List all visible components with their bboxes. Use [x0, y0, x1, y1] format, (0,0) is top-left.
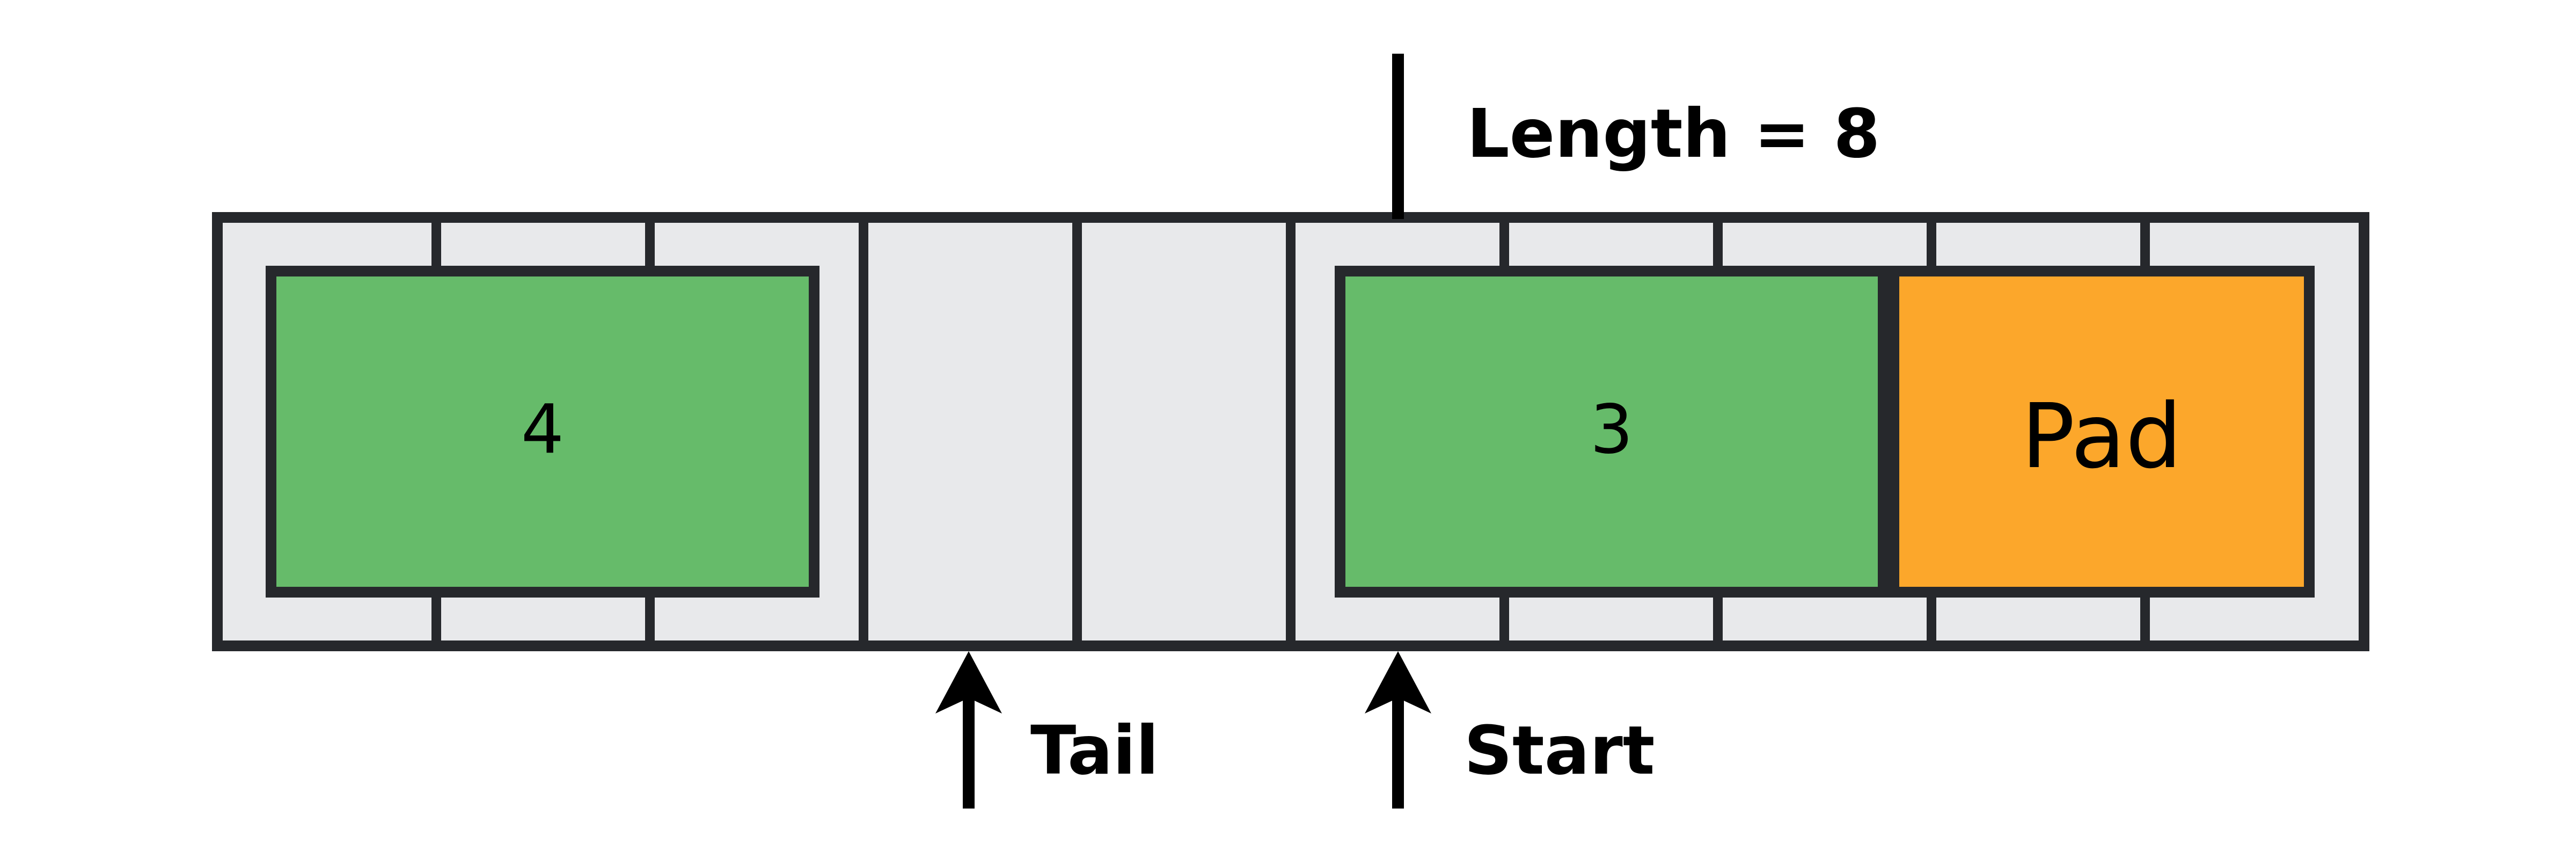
start-pointer-label: Start	[1464, 712, 1655, 790]
tail-arrowhead-icon	[935, 651, 1002, 714]
tail-pointer-arrow	[935, 651, 1002, 809]
message-block-3-label: 3	[1590, 390, 1633, 469]
tail-arrow-shaft	[963, 696, 975, 809]
message-block-4	[266, 266, 819, 598]
padding-block-label: Pad	[2021, 385, 2182, 489]
message-block-3	[1335, 266, 1889, 598]
length-annotation: Length = 8	[1467, 95, 1880, 173]
start-pointer-arrow	[1365, 651, 1431, 809]
start-arrowhead-icon	[1365, 651, 1431, 714]
padding-block	[1889, 266, 2315, 598]
message-block-4-label: 4	[521, 390, 564, 469]
tail-pointer-label: Tail	[1030, 712, 1159, 790]
start-arrow-shaft	[1392, 696, 1404, 809]
